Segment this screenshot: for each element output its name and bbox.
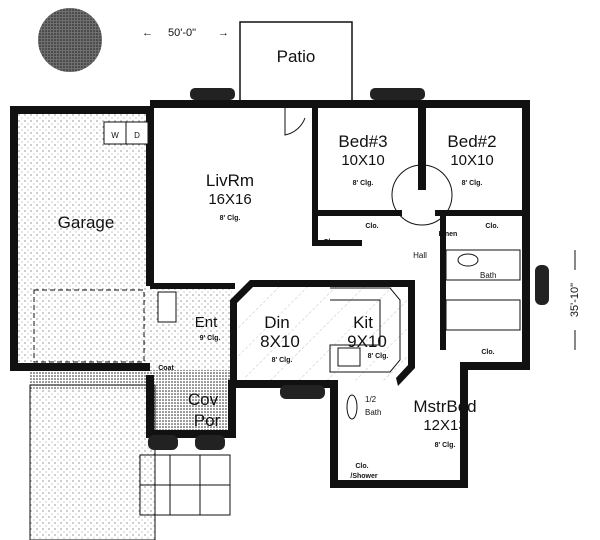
svg-text:35'-10": 35'-10" [569,283,581,317]
room-mstrbed: MstrBed 12X13 8' Clg. [413,397,476,449]
room-kit: Kit 9X10 8' Clg. [347,313,388,360]
svg-text:←: ← [142,27,153,39]
room-bed3: Bed#3 10X10 8' Clg. [338,132,387,187]
svg-text:16X16: 16X16 [208,191,251,208]
washer-label: W [111,131,119,140]
svg-text:Clo.: Clo. [485,223,498,230]
room-bed2: Bed#2 10X10 8' Clg. [447,132,496,187]
room-label-garage: Garage [58,213,115,232]
svg-text:9X10: 9X10 [347,332,387,351]
svg-text:Por: Por [194,411,221,430]
svg-text:→: → [218,27,229,39]
depth-dimension: 35'-10" [569,250,581,350]
shower-label: /Shower [350,473,378,480]
svg-text:Clo.: Clo. [481,349,494,356]
svg-text:8' Clg.: 8' Clg. [220,215,241,222]
hall-label: Hall [413,251,427,260]
bath-label: Bath [480,271,496,280]
svg-text:50'-0": 50'-0" [168,27,196,39]
svg-text:8' Clg.: 8' Clg. [462,180,483,187]
svg-text:Clo.: Clo. [365,223,378,230]
svg-text:9' Clg.: 9' Clg. [200,335,221,342]
svg-text:Bed#3: Bed#3 [338,132,387,151]
room-din: Din 8X10 8' Clg. [260,313,300,364]
svg-text:8' Clg.: 8' Clg. [272,357,293,364]
tree-icon [38,8,102,72]
patio [239,21,353,103]
svg-text:12X13: 12X13 [423,417,466,434]
svg-text:Kit: Kit [353,313,373,332]
svg-text:8' Clg.: 8' Clg. [368,353,389,360]
room-covpor: Cov Por [188,390,221,430]
svg-text:Din: Din [264,313,290,332]
shrubs [148,88,549,450]
svg-text:MstrBed: MstrBed [413,397,476,416]
linen-label: Linen [439,231,458,238]
dryer-label: D [134,131,140,140]
svg-text:Bath: Bath [365,408,381,417]
svg-text:Clo.: Clo. [355,463,368,470]
svg-text:8' Clg.: 8' Clg. [353,180,374,187]
svg-text:8' Clg.: 8' Clg. [435,442,456,449]
svg-text:8X10: 8X10 [260,332,300,351]
ent-label: Ent [195,314,218,331]
svg-text:Bed#2: Bed#2 [447,132,496,151]
svg-text:Clo.: Clo. [323,239,336,246]
svg-text:10X10: 10X10 [341,152,384,169]
room-livrm: LivRm 16X16 8' Clg. [206,171,254,222]
svg-text:Patio: Patio [277,47,316,66]
svg-text:10X10: 10X10 [450,152,493,169]
coat-label: Coat [158,365,174,372]
width-dimension: ← 50'-0" → [142,27,229,39]
svg-text:Cov: Cov [188,390,219,409]
half-bath-label: 1/2 [365,395,377,404]
exterior-walls [10,100,530,488]
svg-text:LivRm: LivRm [206,171,254,190]
